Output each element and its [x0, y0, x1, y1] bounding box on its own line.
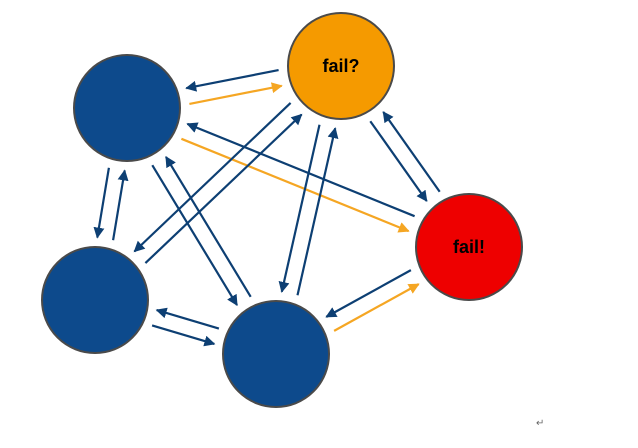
- node-failed-label: fail!: [453, 237, 485, 257]
- edge-top-left-to-failed: [180, 137, 410, 233]
- node-bottom-left: [41, 246, 149, 354]
- edge-failed-to-suspect: [382, 111, 441, 193]
- edge-bottom-center-to-failed: [333, 283, 420, 332]
- edge-failed-to-bottom-center: [325, 269, 412, 318]
- nodes-layer: fail? fail!: [41, 12, 523, 408]
- node-top-left: [73, 54, 181, 162]
- edge-top-left-to-bottom-left: [93, 167, 110, 239]
- edge-bottom-center-to-bottom-left: [155, 307, 220, 330]
- edge-suspect-to-bottom-left: [133, 102, 292, 253]
- edge-bottom-left-to-top-left: [112, 169, 129, 241]
- node-top-left-circle: [73, 54, 181, 162]
- node-bottom-left-circle: [41, 246, 149, 354]
- edge-top-left-to-bottom-center: [151, 164, 238, 307]
- node-bottom-center: [222, 300, 330, 408]
- edge-bottom-left-to-suspect: [144, 113, 303, 264]
- edge-top-left-to-suspect: [189, 82, 283, 105]
- node-bottom-center-circle: [222, 300, 330, 408]
- node-suspect: fail?: [287, 12, 395, 120]
- edge-failed-to-top-left: [186, 122, 416, 218]
- paragraph-return-mark: ↵: [536, 418, 544, 429]
- edge-suspect-to-top-left: [185, 69, 279, 92]
- edge-bottom-center-to-top-left: [165, 155, 252, 298]
- edge-suspect-to-bottom-center: [278, 124, 321, 293]
- node-failed-circle: [415, 193, 523, 301]
- edge-bottom-center-to-suspect: [296, 127, 339, 296]
- edges-layer: [93, 69, 441, 347]
- edge-suspect-to-failed: [369, 120, 428, 202]
- node-suspect-label: fail?: [322, 56, 359, 76]
- node-failed: fail!: [415, 193, 523, 301]
- edge-bottom-left-to-bottom-center: [151, 324, 216, 347]
- node-suspect-circle: [287, 12, 395, 120]
